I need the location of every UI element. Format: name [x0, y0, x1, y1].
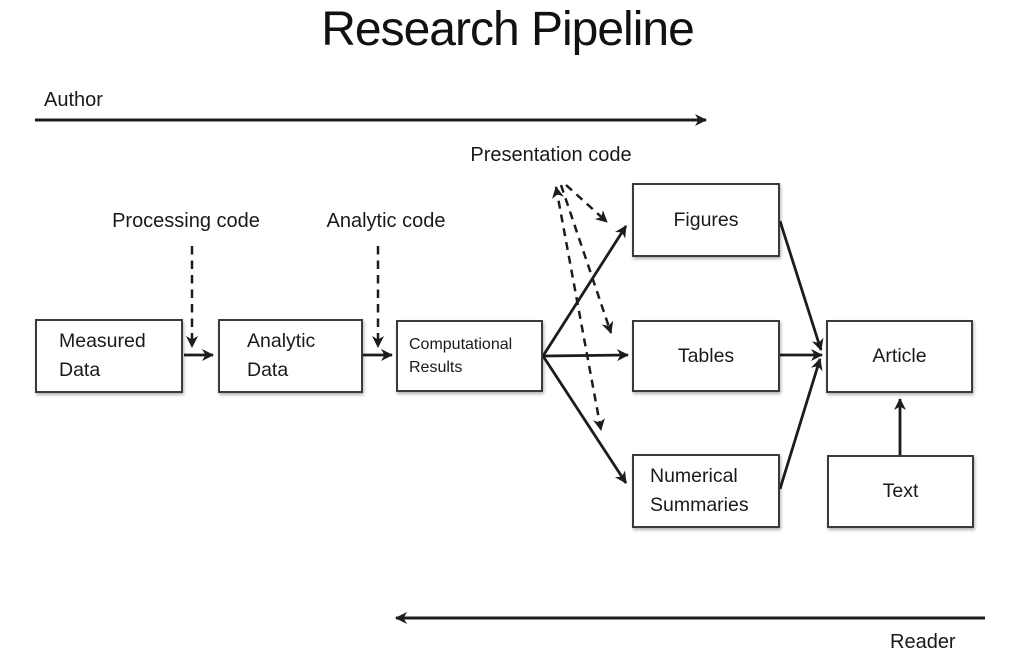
page-title: Research Pipeline — [321, 3, 695, 56]
processing-code-label: Processing code — [112, 210, 260, 232]
edge-numerical-to-article — [778, 358, 823, 490]
node-text-label: Text — [882, 480, 919, 502]
node-text: Text — [827, 455, 974, 528]
node-article-label: Article — [872, 345, 927, 367]
edge-computational-to-tables — [542, 349, 629, 362]
node-computational-results-label: Computational Results — [409, 336, 513, 376]
node-numerical-summaries: Numerical Summaries — [632, 454, 780, 528]
node-numerical-summaries-label: Numerical Summaries — [650, 465, 749, 516]
node-article: Article — [826, 320, 973, 393]
presentation-code-label: Presentation code — [470, 144, 632, 166]
node-tables: Tables — [632, 320, 780, 392]
edge-computational-to-numerical — [541, 355, 628, 484]
node-tables-label: Tables — [677, 344, 735, 367]
reader-label: Reader — [890, 631, 956, 653]
edge-presentation-to-numerical-dashed — [552, 186, 605, 431]
analytic-code-label: Analytic code — [326, 210, 446, 232]
edge-computational-to-figures — [541, 225, 628, 357]
node-analytic-data-label: Analytic Data — [247, 330, 316, 381]
node-analytic-data: Analytic Data — [218, 319, 363, 393]
node-figures-label: Figures — [673, 208, 739, 231]
node-measured-data-label: Measured Data — [59, 330, 146, 381]
edge-figures-to-article — [778, 220, 824, 351]
node-figures: Figures — [632, 183, 780, 257]
node-measured-data: Measured Data — [35, 319, 183, 393]
node-computational-results: Computational Results — [396, 320, 543, 392]
author-label: Author — [44, 89, 103, 111]
